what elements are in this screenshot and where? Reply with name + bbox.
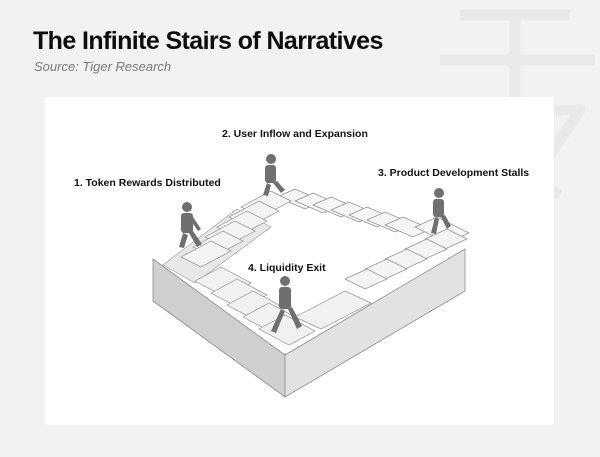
figure-walker-4 [271,276,302,333]
label-product-stalls: 3. Product Development Stalls [378,167,530,179]
figure-walker-3 [431,188,451,234]
stairs-right-flight [344,228,468,290]
label-user-inflow: 2. User Inflow and Expansion [222,128,368,140]
stairs-top-flight [276,188,470,244]
source-caption: Source: Tiger Research [34,59,172,74]
stairs-front-flight [194,266,372,346]
stairs-left-flight [180,190,292,268]
label-liquidity-exit: 4. Liquidity Exit [248,262,326,274]
page-title: The Infinite Stairs of Narratives [33,27,383,55]
figure-walker-2 [263,154,285,196]
label-token-rewards: 1. Token Rewards Distributed [74,177,221,189]
front-wall [284,248,466,398]
penrose-stairs-illustration [152,154,470,398]
figure-walker-1 [179,202,202,248]
diagram-panel: 1. Token Rewards Distributed 2. User Inf… [45,97,554,425]
